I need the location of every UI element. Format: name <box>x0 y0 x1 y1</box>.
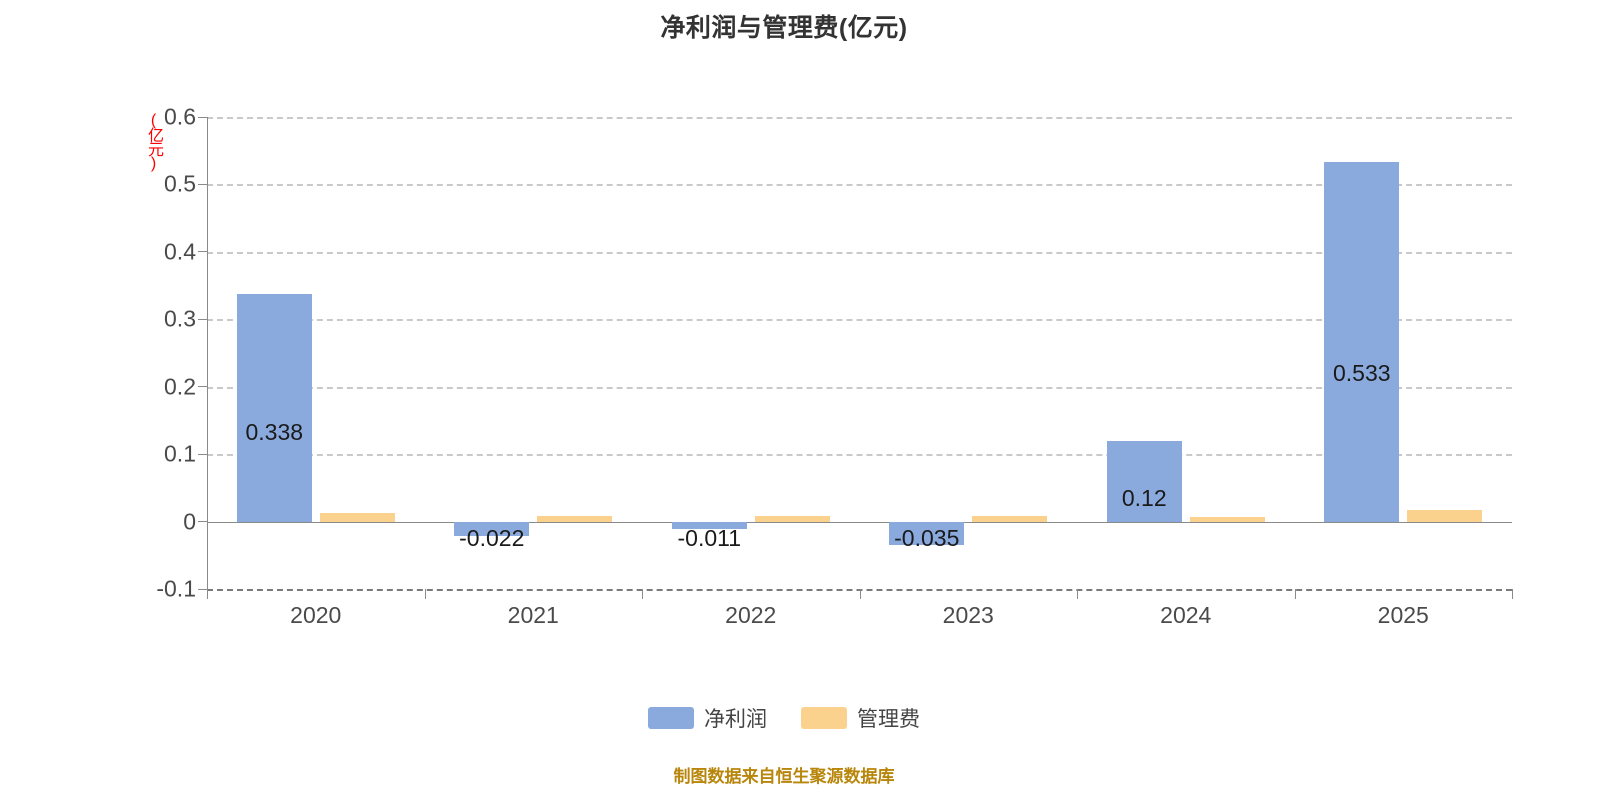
y-axis-tick-mark <box>198 318 207 320</box>
x-axis-tick-label: 2020 <box>290 602 342 628</box>
y-axis-tick-label: 0.1 <box>164 440 196 467</box>
x-axis-tick-mark <box>207 589 208 599</box>
y-axis-tick-mark <box>198 183 207 185</box>
y-axis-tick-label: 0.5 <box>164 170 196 197</box>
bar-净利润-2025[interactable] <box>1324 162 1400 522</box>
bar-管理费-2025[interactable] <box>1407 510 1483 522</box>
bar-value-label: 0.338 <box>245 419 304 445</box>
y-axis-tick-label: 0.6 <box>164 103 196 130</box>
bar-value-label: 0.533 <box>1332 359 1391 386</box>
y-axis-tick-mark <box>198 588 207 590</box>
x-axis-tick-mark <box>642 589 643 599</box>
bar-管理费-2023[interactable] <box>972 516 1048 522</box>
x-axis-tick-label: 2022 <box>725 602 777 628</box>
bar-管理费-2020[interactable] <box>319 512 395 522</box>
bar-value-label: -0.011 <box>677 524 742 551</box>
legend-label-management-fee: 管理费 <box>857 708 920 731</box>
x-axis-tick-label: 2025 <box>1377 602 1429 628</box>
legend-swatch-icon-net-profit <box>648 707 694 729</box>
y-axis-tick-label: -0.1 <box>156 575 196 602</box>
gridline <box>207 386 1512 389</box>
gridline <box>207 251 1512 254</box>
bar-净利润-2023[interactable] <box>889 521 965 546</box>
y-axis-unit-label: (亿元) <box>145 112 162 170</box>
gridline <box>207 184 1512 187</box>
legend-label-net-profit: 净利润 <box>704 708 767 731</box>
bar-净利润-2024[interactable] <box>1106 440 1182 522</box>
bar-净利润-2022[interactable] <box>671 521 747 529</box>
x-axis-tick-mark <box>1512 589 1513 599</box>
bar-管理费-2021[interactable] <box>537 516 613 522</box>
y-axis-tick-mark <box>198 116 207 118</box>
legend-swatch-icon-management-fee <box>801 707 847 729</box>
y-axis-line <box>207 117 208 589</box>
bar-value-label: 0.12 <box>1121 485 1167 512</box>
bar-净利润-2020[interactable] <box>236 293 312 522</box>
plot-area <box>207 117 1512 591</box>
bar-管理费-2024[interactable] <box>1189 516 1265 522</box>
bar-净利润-2021[interactable] <box>454 521 530 537</box>
y-axis-tick-label: 0 <box>183 508 196 535</box>
y-axis-tick-label: 0.2 <box>164 373 196 400</box>
bar-value-label: -0.022 <box>459 524 525 551</box>
x-axis-tick-mark <box>859 589 861 599</box>
y-axis-tick-mark <box>198 251 207 253</box>
page-title: 净利润与管理费(亿元) <box>660 14 908 42</box>
gridline <box>207 117 1512 119</box>
x-axis-tick-label: 2023 <box>942 602 994 628</box>
bar-value-label: -0.035 <box>894 524 960 551</box>
data-source-note: 制图数据来自恒生聚源数据库 <box>673 767 895 786</box>
legend-item-net-profit[interactable]: 净利润 <box>648 703 767 733</box>
y-axis-tick-mark <box>198 521 207 523</box>
y-axis-tick-mark <box>198 453 207 455</box>
gridline <box>207 521 1512 523</box>
x-axis-tick-label: 2024 <box>1160 602 1212 628</box>
x-axis-tick-label: 2021 <box>507 602 559 628</box>
x-axis-tick-mark <box>1077 589 1078 599</box>
bar-管理费-2022[interactable] <box>754 516 830 522</box>
chart-legend: 净利润 管理费 <box>0 703 1568 733</box>
gridline <box>207 319 1512 322</box>
x-axis-tick-mark <box>424 589 426 599</box>
gridline <box>207 454 1512 457</box>
x-axis-tick-mark <box>1294 589 1296 599</box>
legend-item-management-fee[interactable]: 管理费 <box>801 703 920 733</box>
y-axis-tick-label: 0.4 <box>164 238 196 265</box>
y-axis-tick-label: 0.3 <box>164 305 196 332</box>
y-axis-tick-mark <box>198 386 207 388</box>
